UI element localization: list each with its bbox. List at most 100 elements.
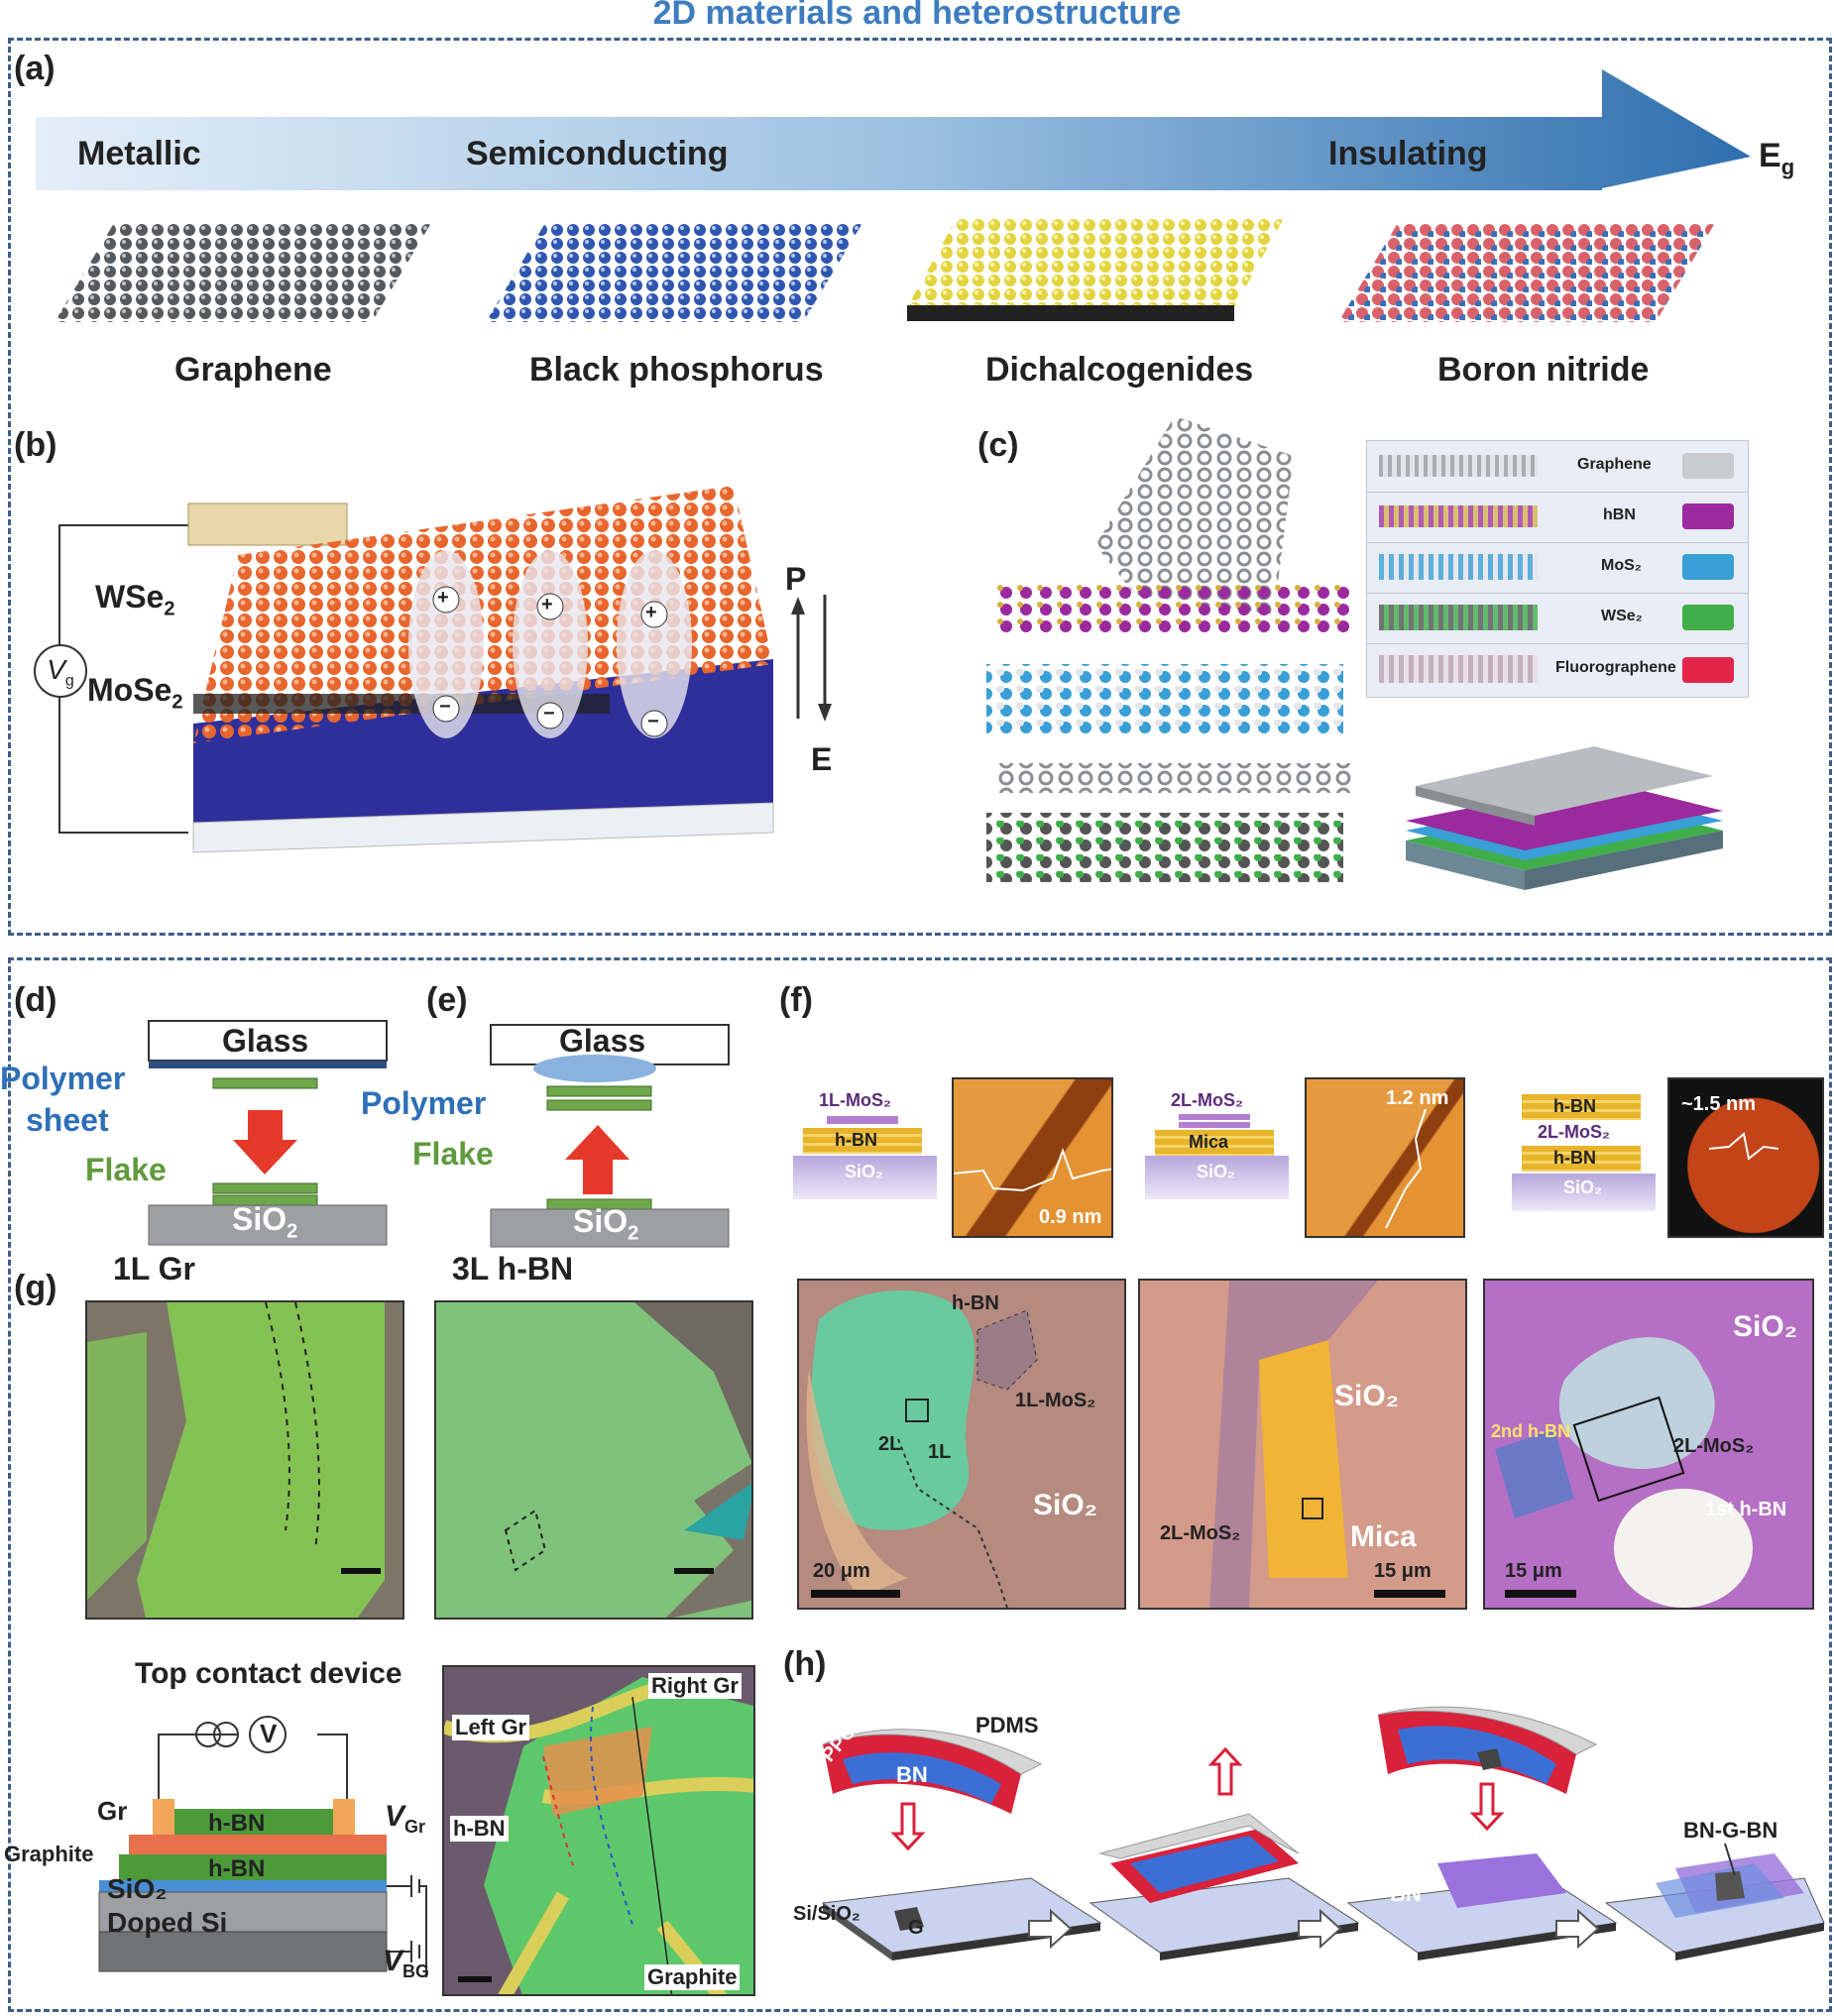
- micrograph-f3-flakes: [1495, 1337, 1753, 1608]
- device-title: Top contact device: [135, 1657, 402, 1690]
- legend-brick-fluorographene: [1682, 657, 1734, 683]
- device-graphite-label: Graphite: [4, 1842, 94, 1866]
- micrograph-3l-hbn-flakes: [504, 1302, 751, 1618]
- transfer-schematic-e: [490, 1024, 730, 1248]
- legend-brick-graphene: [1682, 453, 1734, 479]
- material-label-graphene: Graphene: [174, 351, 332, 389]
- stack-2-sio2-block: [1145, 1156, 1289, 1199]
- afm-profile-2: [1385, 1108, 1427, 1229]
- substrate-d-sub: 2: [287, 1220, 298, 1243]
- micrograph-f1-flakes: [806, 1290, 1038, 1608]
- legend-row-wse2: WSe₂: [1367, 593, 1748, 644]
- micrograph-1l-gr: [85, 1300, 404, 1620]
- energy-gap-sub: g: [1780, 154, 1795, 179]
- stack-2-layer-mica: Mica: [1189, 1132, 1229, 1152]
- device-vbg-sub: BG: [402, 1961, 430, 1981]
- stack-1-layer-hbn: h-BN: [835, 1130, 877, 1150]
- stack-1-layer-sio2: SiO₂: [845, 1162, 884, 1181]
- arrow-label-insulating: Insulating: [1328, 135, 1488, 172]
- legend-row-mos2: MoS₂: [1367, 542, 1748, 594]
- layer-legend: Graphene hBN MoS₂ WSe₂ Fluorographene: [1366, 440, 1749, 698]
- polarization-label: P: [785, 561, 807, 597]
- legend-label-wse2: WSe₂: [1601, 608, 1643, 624]
- h-g-label: G: [908, 1917, 924, 1939]
- lego-stack-illustration: [1406, 746, 1723, 890]
- h-bn2-label: BN: [1390, 1881, 1422, 1906]
- field-label: E: [811, 741, 833, 777]
- f3-scale-bar: [1505, 1590, 1576, 1598]
- flake-label-d: Flake: [85, 1152, 167, 1187]
- stack-3-top-hbn-bars: [1522, 1094, 1641, 1120]
- f3-hbn1-label: 1st h-BN: [1705, 1499, 1787, 1520]
- panel-label-e: (e): [426, 981, 468, 1019]
- stack-1-schematic: 1L-MoS₂ h-BN SiO₂: [793, 1090, 937, 1209]
- panel-label-d: (d): [14, 981, 57, 1019]
- device-scale-bar: [458, 1976, 492, 1982]
- stack-2-layer-sio2: SiO₂: [1197, 1162, 1236, 1181]
- device-layer-sio2: SiO₂: [107, 1873, 168, 1904]
- substrate-e-sub: 2: [628, 1222, 639, 1245]
- panel-label-a: (a): [14, 50, 56, 87]
- gate-voltage-sub: g: [64, 672, 74, 690]
- material-label-black-phosphorus: Black phosphorus: [529, 351, 824, 389]
- bandgap-arrow: [36, 69, 1751, 190]
- label-wse2-sub: 2: [164, 598, 175, 620]
- f1-sio2-label: SiO₂: [1033, 1489, 1098, 1521]
- f1-1l-label: 1L: [928, 1441, 952, 1463]
- flake-label-e: Flake: [412, 1136, 494, 1172]
- device-vgr-text: V: [385, 1800, 405, 1833]
- label-mose2-text: MoSe: [87, 672, 172, 708]
- h-pdms-label: PDMS: [975, 1713, 1039, 1737]
- afm-image-1: 0.9 nm: [952, 1077, 1113, 1238]
- polymer-label-e: Polymer: [361, 1085, 487, 1121]
- label-mose2: MoSe2: [87, 672, 182, 714]
- panel-label-g: (g): [14, 1269, 57, 1306]
- stack-3-layer-hbn-bottom: h-BN: [1553, 1148, 1596, 1168]
- arrow-label-metallic: Metallic: [77, 135, 201, 172]
- stack-3-schematic: h-BN 2L-MoS₂ h-BN SiO₂: [1512, 1088, 1661, 1212]
- minus-charge-3: −: [647, 711, 659, 732]
- f2-mos2-label: 2L-MoS₂: [1160, 1522, 1241, 1544]
- micrograph-f2-flakes: [1209, 1281, 1378, 1608]
- f2-mica-label: Mica: [1350, 1520, 1417, 1553]
- f3-mos2-label: 2L-MoS₂: [1673, 1435, 1755, 1457]
- stack-2-schematic: 2L-MoS₂ Mica SiO₂: [1145, 1090, 1289, 1209]
- material-label-boron-nitride: Boron nitride: [1437, 351, 1650, 389]
- glass-label-e: Glass: [559, 1023, 646, 1059]
- gate-voltage-symbol: Vg: [34, 644, 87, 698]
- minus-charge-2: −: [543, 703, 555, 725]
- legend-row-hbn: hBN: [1367, 492, 1748, 543]
- lattice-boron-nitride: [1338, 223, 1715, 322]
- lattice-black-phosphorus: [486, 223, 862, 322]
- panel-label-b: (b): [14, 426, 57, 464]
- lower-panel-frame: [8, 957, 1832, 2012]
- legend-swatch-fluorographene: [1379, 655, 1538, 683]
- legend-brick-wse2: [1682, 605, 1734, 630]
- afm-height-1: 0.9 nm: [1039, 1206, 1102, 1228]
- device-micrograph: Right Gr Left Gr h-BN Graphite: [442, 1665, 755, 1996]
- lattice-dichalcogenides: [907, 218, 1284, 321]
- stack-2-layer-mos2: 2L-MoS₂: [1171, 1090, 1243, 1110]
- f2-sio2-label: SiO₂: [1334, 1380, 1400, 1412]
- micrograph-hbn: h-BN: [450, 1816, 509, 1842]
- transfer-schematic-d: [148, 1020, 388, 1246]
- panel-label-f: (f): [779, 981, 813, 1019]
- energy-gap-label: Eg: [1759, 137, 1794, 180]
- exploded-stack-illustration: [986, 416, 1353, 882]
- legend-brick-hbn: [1682, 504, 1734, 529]
- sheet-label-d: sheet: [26, 1102, 109, 1138]
- f3-scale-label: 15 μm: [1505, 1560, 1562, 1582]
- stack-1-hbn-bars: [803, 1128, 922, 1154]
- stack-3-sio2-block: [1512, 1174, 1656, 1211]
- f2-scale-label: 15 μm: [1374, 1560, 1432, 1582]
- stack-3-layer-mos2: 2L-MoS₂: [1538, 1122, 1610, 1142]
- g-title-1l-gr: 1L Gr: [113, 1251, 195, 1287]
- micrograph-f1: h-BN 1L-MoS₂ 2L 1L SiO₂ 20 μm: [797, 1279, 1126, 1610]
- f3-hbn2-label: 2nd h-BN: [1491, 1421, 1570, 1441]
- stack-3-layer-hbn-top: h-BN: [1553, 1096, 1596, 1116]
- panel-label-h: (h): [783, 1645, 827, 1683]
- lattice-graphene: [55, 223, 431, 322]
- label-mose2-sub: 2: [172, 691, 183, 714]
- micrograph-1l-gr-flakes: [87, 1302, 385, 1618]
- f1-mos2-label: 1L-MoS₂: [1015, 1390, 1096, 1411]
